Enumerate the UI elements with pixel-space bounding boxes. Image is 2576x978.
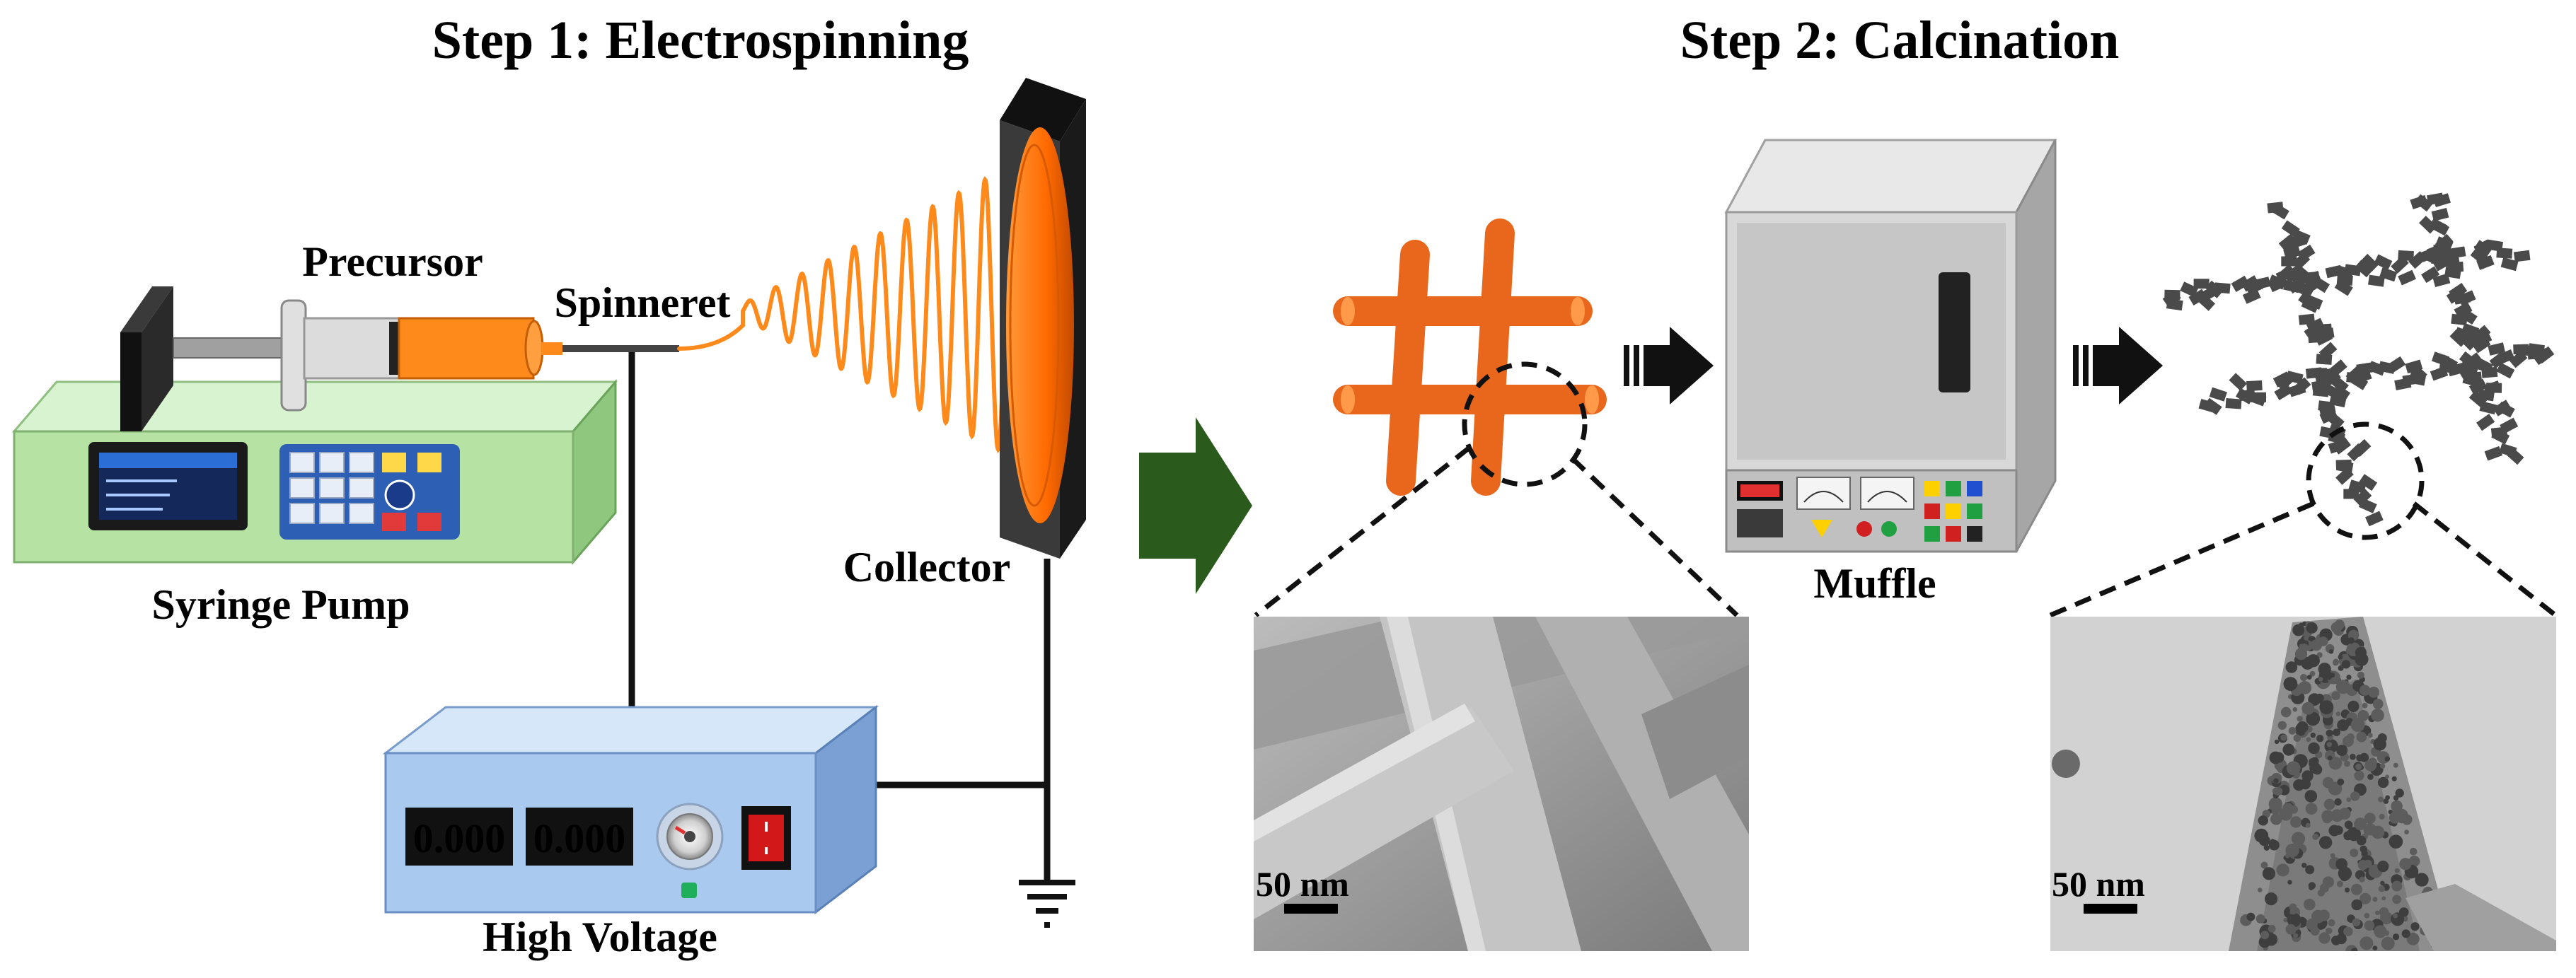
zoom-circle-calcined: [2306, 421, 2425, 540]
arrow-to-calcined-icon: [2073, 327, 2163, 404]
voltage-display-left: [405, 808, 513, 866]
precursor-label: Precursor: [302, 238, 483, 285]
collector-plate: [1006, 127, 1074, 523]
voltage-readout-left: 0.000: [413, 815, 506, 861]
sem-scale-bar: [1284, 904, 1338, 914]
spinneret-label: Spinneret: [555, 279, 731, 326]
sem-image: 50 nm: [1254, 617, 1749, 951]
muffle-label: Muffle: [1813, 560, 1936, 607]
spinneret-needle: [562, 345, 679, 352]
syringe-pump: [11, 286, 679, 566]
tem-image: 50 nm: [2050, 617, 2556, 951]
zoom-lines-asspun: [1254, 446, 1739, 617]
ground-icon: [1019, 880, 1075, 928]
pusher-block: [120, 332, 141, 431]
arrow-to-muffle-icon: [1624, 327, 1714, 404]
tem-scale-label: 50 nm: [2052, 864, 2145, 904]
zoom-circle-asspun: [1462, 361, 1588, 487]
high-voltage-supply: [382, 704, 879, 915]
calcined-fibers: [2162, 192, 2555, 527]
furnace-handle: [1939, 272, 1970, 392]
precursor-solution: [398, 317, 535, 380]
wires: [628, 352, 1051, 880]
tem-scale-bar: [2084, 904, 2137, 914]
syringe-pump-label: Syringe Pump: [151, 581, 410, 628]
collector-label: Collector: [843, 544, 1011, 590]
high-voltage-label: High Voltage: [483, 914, 717, 960]
electrospinning-jet: [677, 176, 1007, 453]
step2-title: Step 2: Calcination: [1680, 11, 2120, 70]
muffle-furnace: [1724, 139, 2057, 553]
sem-scale-label: 50 nm: [1256, 864, 1349, 904]
collector: [1000, 78, 1086, 559]
voltage-readout-right: 0.000: [533, 815, 626, 861]
step1-title: Step 1: Electrospinning: [432, 11, 969, 70]
indicator-led: [681, 883, 697, 898]
voltage-display-right: [526, 808, 633, 866]
zoom-lines-calcined: [2049, 501, 2558, 618]
big-green-arrow-icon: [1139, 417, 1252, 594]
